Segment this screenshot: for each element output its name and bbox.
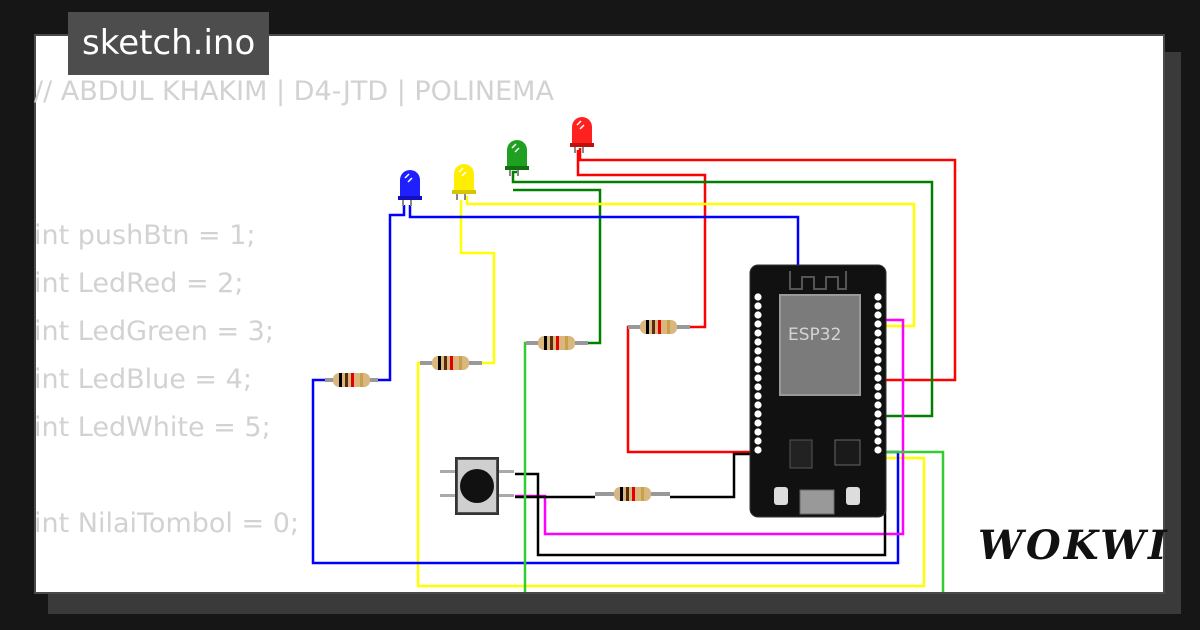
code-background: // ABDUL KHAKIM | D4-JTD | POLINEMA int p…	[34, 68, 554, 548]
code-line: int LedWhite = 5;	[34, 412, 271, 443]
led-green[interactable]	[505, 140, 529, 176]
wire-black-button	[515, 462, 887, 557]
led-red[interactable]	[570, 117, 594, 153]
esp32-pin[interactable]	[754, 383, 762, 391]
esp32-pin[interactable]	[874, 392, 882, 400]
esp32-pin[interactable]	[874, 410, 882, 418]
esp32-pin[interactable]	[754, 374, 762, 382]
esp32-pin[interactable]	[754, 437, 762, 445]
esp32-pin[interactable]	[874, 356, 882, 364]
code-line: int LedGreen = 3;	[34, 316, 274, 347]
esp32-board[interactable]	[749, 264, 887, 518]
code-line: int pushBtn = 1;	[34, 220, 256, 251]
resistor-red[interactable]	[628, 320, 690, 334]
wire-red-led	[578, 148, 957, 382]
code-line: int LedRed = 2;	[34, 268, 244, 299]
esp32-pin[interactable]	[754, 356, 762, 364]
esp32-pin[interactable]	[754, 311, 762, 319]
esp32-pin[interactable]	[874, 365, 882, 373]
push-button[interactable]	[440, 457, 514, 515]
wire-red-resistor	[576, 150, 707, 329]
esp32-pin[interactable]	[754, 392, 762, 400]
esp32-pin[interactable]	[874, 347, 882, 355]
wire-lime	[523, 341, 536, 592]
wire-black-board	[670, 452, 760, 499]
code-line: int LedBlue = 4;	[34, 364, 252, 395]
wire-green-resistor	[513, 188, 602, 345]
code-line: // ABDUL KHAKIM | D4-JTD | POLINEMA	[34, 76, 554, 107]
esp32-pin[interactable]	[874, 320, 882, 328]
wire-yellow-board	[416, 361, 926, 588]
esp32-pin[interactable]	[754, 401, 762, 409]
esp32-pin[interactable]	[874, 383, 882, 391]
esp32-pin[interactable]	[874, 293, 882, 301]
esp32-pin[interactable]	[874, 311, 882, 319]
esp32-pin[interactable]	[754, 347, 762, 355]
wokwi-logo: WOKWI	[978, 522, 1170, 569]
resistor-yellow[interactable]	[420, 356, 482, 370]
wire-green-led	[511, 170, 934, 418]
esp32-pin[interactable]	[754, 293, 762, 301]
esp32-pin[interactable]	[754, 428, 762, 436]
esp32-pin[interactable]	[874, 338, 882, 346]
esp32-pin[interactable]	[874, 419, 882, 427]
wire-blue-resistor	[378, 205, 406, 382]
esp32-pins-left	[754, 293, 762, 454]
led-blue[interactable]	[398, 170, 422, 206]
led-yellow[interactable]	[452, 164, 476, 200]
esp32-pin[interactable]	[874, 374, 882, 382]
resistor-button[interactable]	[595, 487, 670, 501]
esp32-pin[interactable]	[754, 329, 762, 337]
esp32-pin[interactable]	[754, 419, 762, 427]
resistor-blue[interactable]	[325, 373, 378, 387]
esp32-label: ESP32	[788, 325, 841, 345]
esp32-pin[interactable]	[874, 446, 882, 454]
esp32-pin[interactable]	[754, 320, 762, 328]
resistor-green[interactable]	[526, 336, 588, 350]
esp32-pin[interactable]	[874, 401, 882, 409]
esp32-pin[interactable]	[754, 410, 762, 418]
esp32-pin[interactable]	[874, 329, 882, 337]
esp32-pin[interactable]	[874, 428, 882, 436]
esp32-pin[interactable]	[754, 446, 762, 454]
esp32-pin[interactable]	[754, 302, 762, 310]
wire-lime-board	[880, 450, 945, 592]
esp32-pins-right	[874, 293, 882, 454]
file-tab[interactable]: sketch.ino	[68, 12, 270, 75]
esp32-pin[interactable]	[754, 338, 762, 346]
wire-yellow-resistor	[459, 200, 496, 365]
esp32-pin[interactable]	[754, 365, 762, 373]
esp32-pin[interactable]	[874, 302, 882, 310]
code-line: int NilaiTombol = 0;	[34, 508, 299, 539]
esp32-pin[interactable]	[874, 437, 882, 445]
